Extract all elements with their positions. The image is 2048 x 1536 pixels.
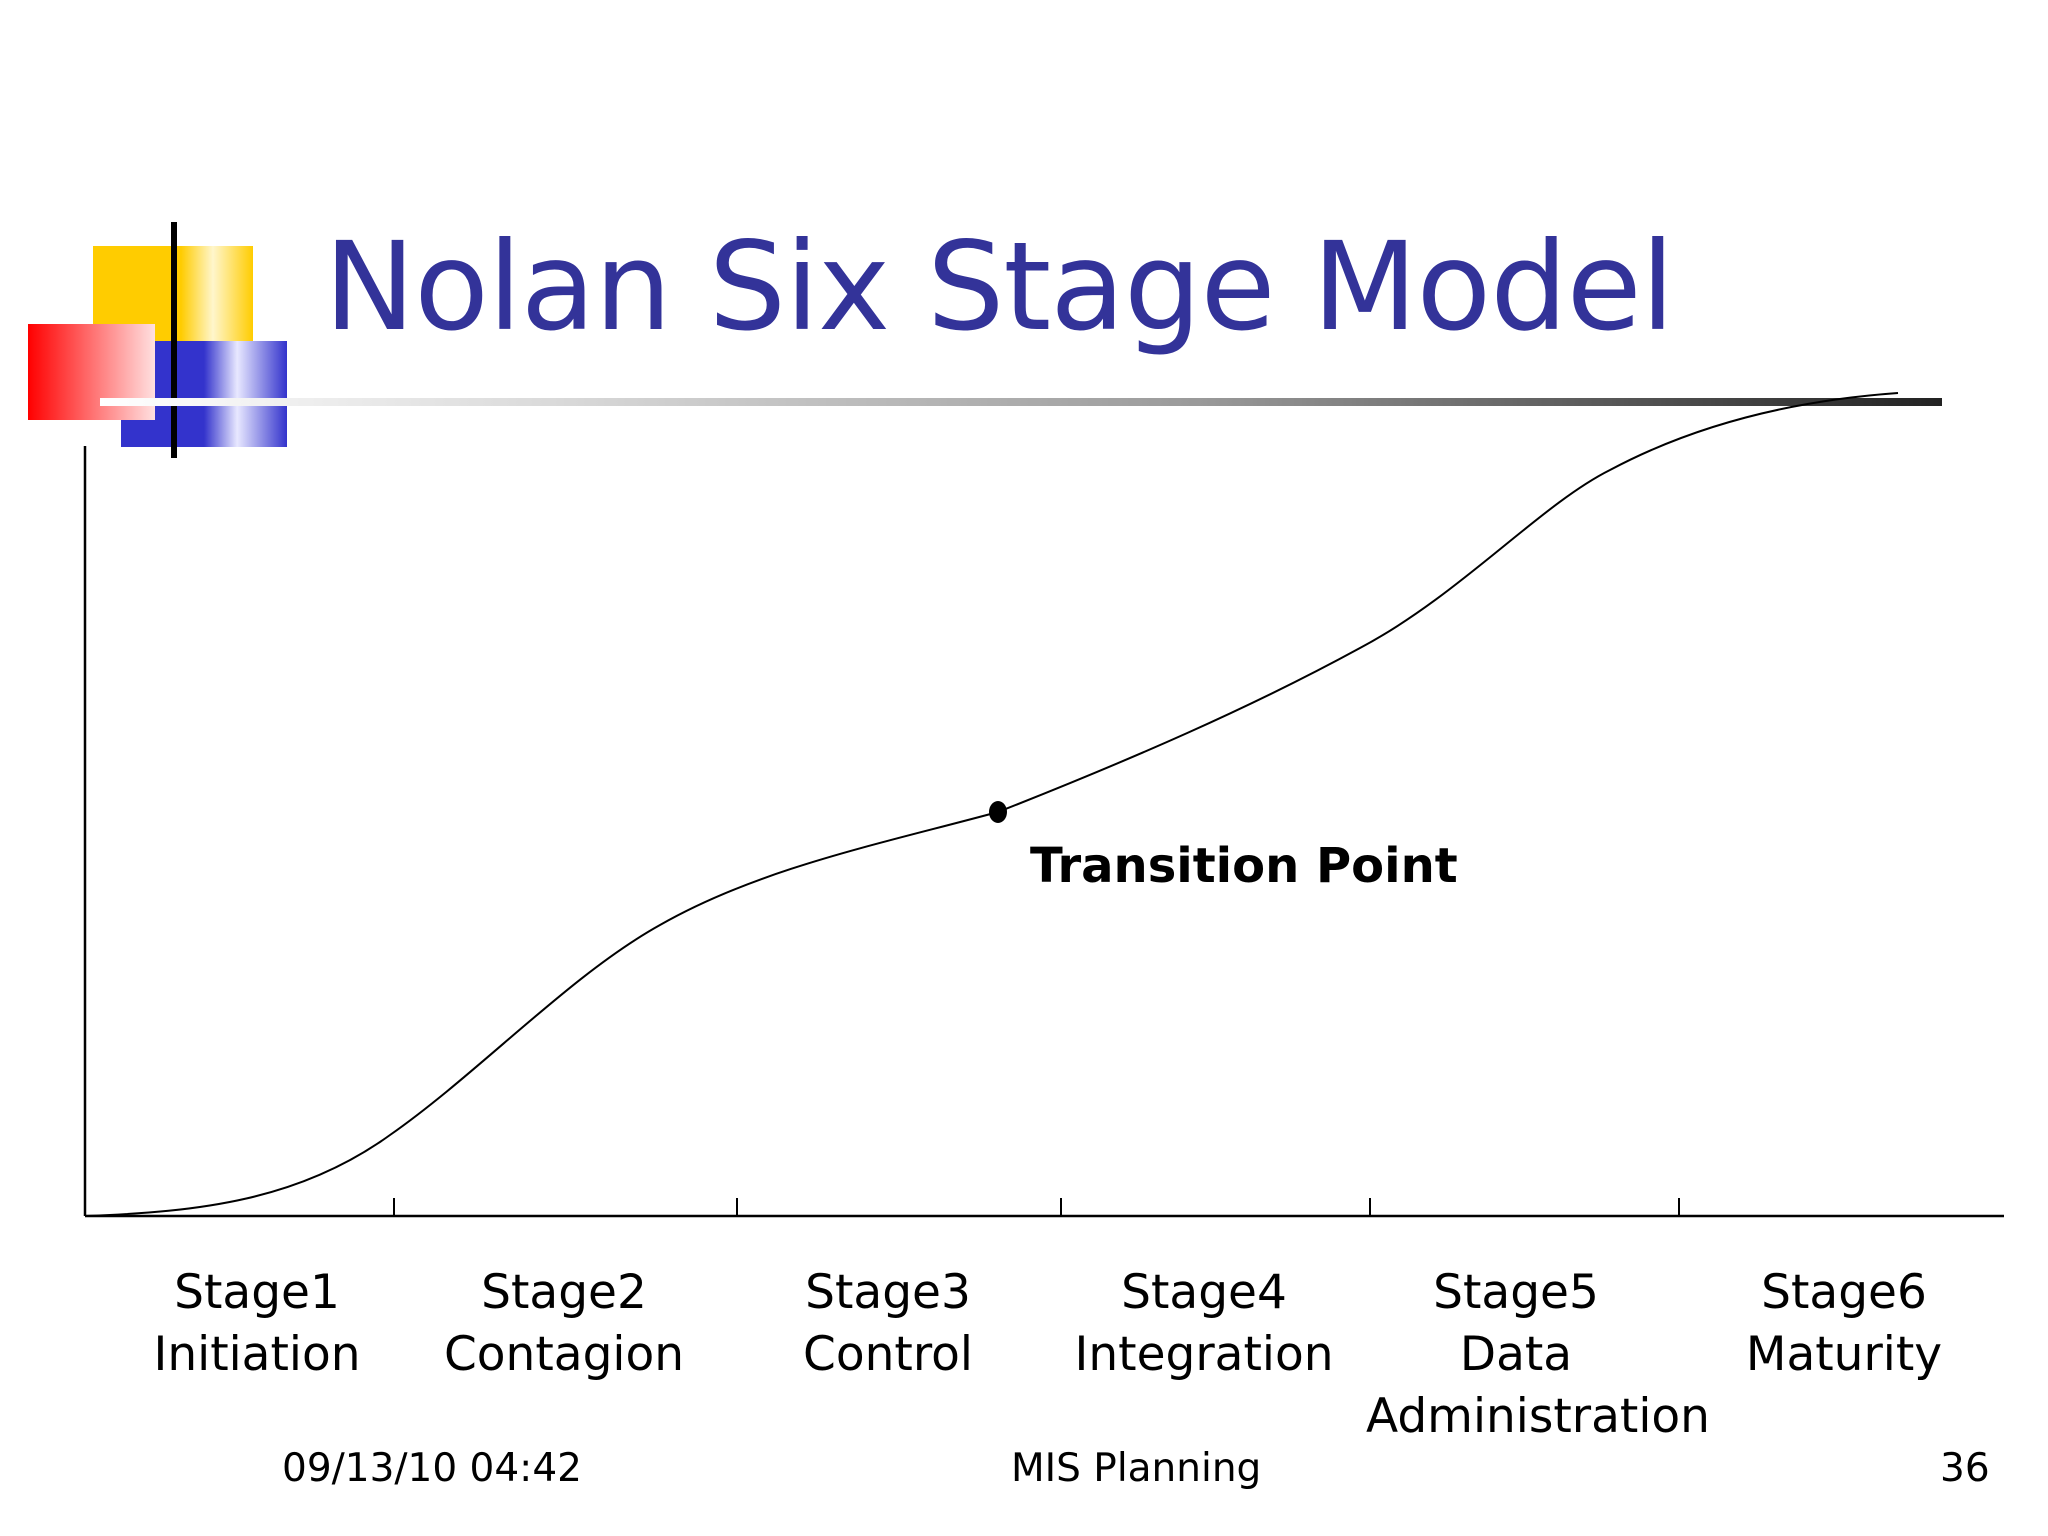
stage-number: Stage4 [1121,1265,1287,1320]
stage-label-2: Stage2 Contagion [414,1262,714,1386]
transition-point-dot [989,801,1007,823]
stage-name: Data [1459,1327,1573,1382]
stage-number: Stage1 [174,1265,340,1320]
stage-name: Initiation [153,1327,361,1382]
slide-title: Nolan Six Stage Model [324,216,1675,358]
title-underline [100,398,1942,406]
stage-label-1: Stage1 Initiation [107,1262,407,1386]
footer-title: MIS Planning [1011,1446,1262,1491]
stage-number: Stage2 [481,1265,647,1320]
stage-number: Stage6 [1761,1265,1927,1320]
stage-name: Contagion [443,1327,685,1382]
footer-date: 09/13/10 04:42 [282,1446,582,1491]
stage-label-4: Stage4 Integration [1054,1262,1354,1386]
footer-page-number: 36 [1940,1446,1990,1491]
stage-label-3: Stage3 Control [738,1262,1038,1386]
stage-name-continued: Administration [1366,1389,1710,1444]
stage-number: Stage5 [1433,1265,1599,1320]
stage-name: Control [803,1327,973,1382]
stage-label-5: Stage5 Data Administration [1366,1262,1710,1448]
stage-number: Stage3 [805,1265,971,1320]
stage-label-6: Stage6 Maturity [1694,1262,1994,1386]
transition-point-label: Transition Point [1030,838,1458,894]
stage-name: Integration [1074,1327,1334,1382]
slide-logo-graphic [28,222,287,458]
stage-name: Maturity [1745,1327,1943,1382]
